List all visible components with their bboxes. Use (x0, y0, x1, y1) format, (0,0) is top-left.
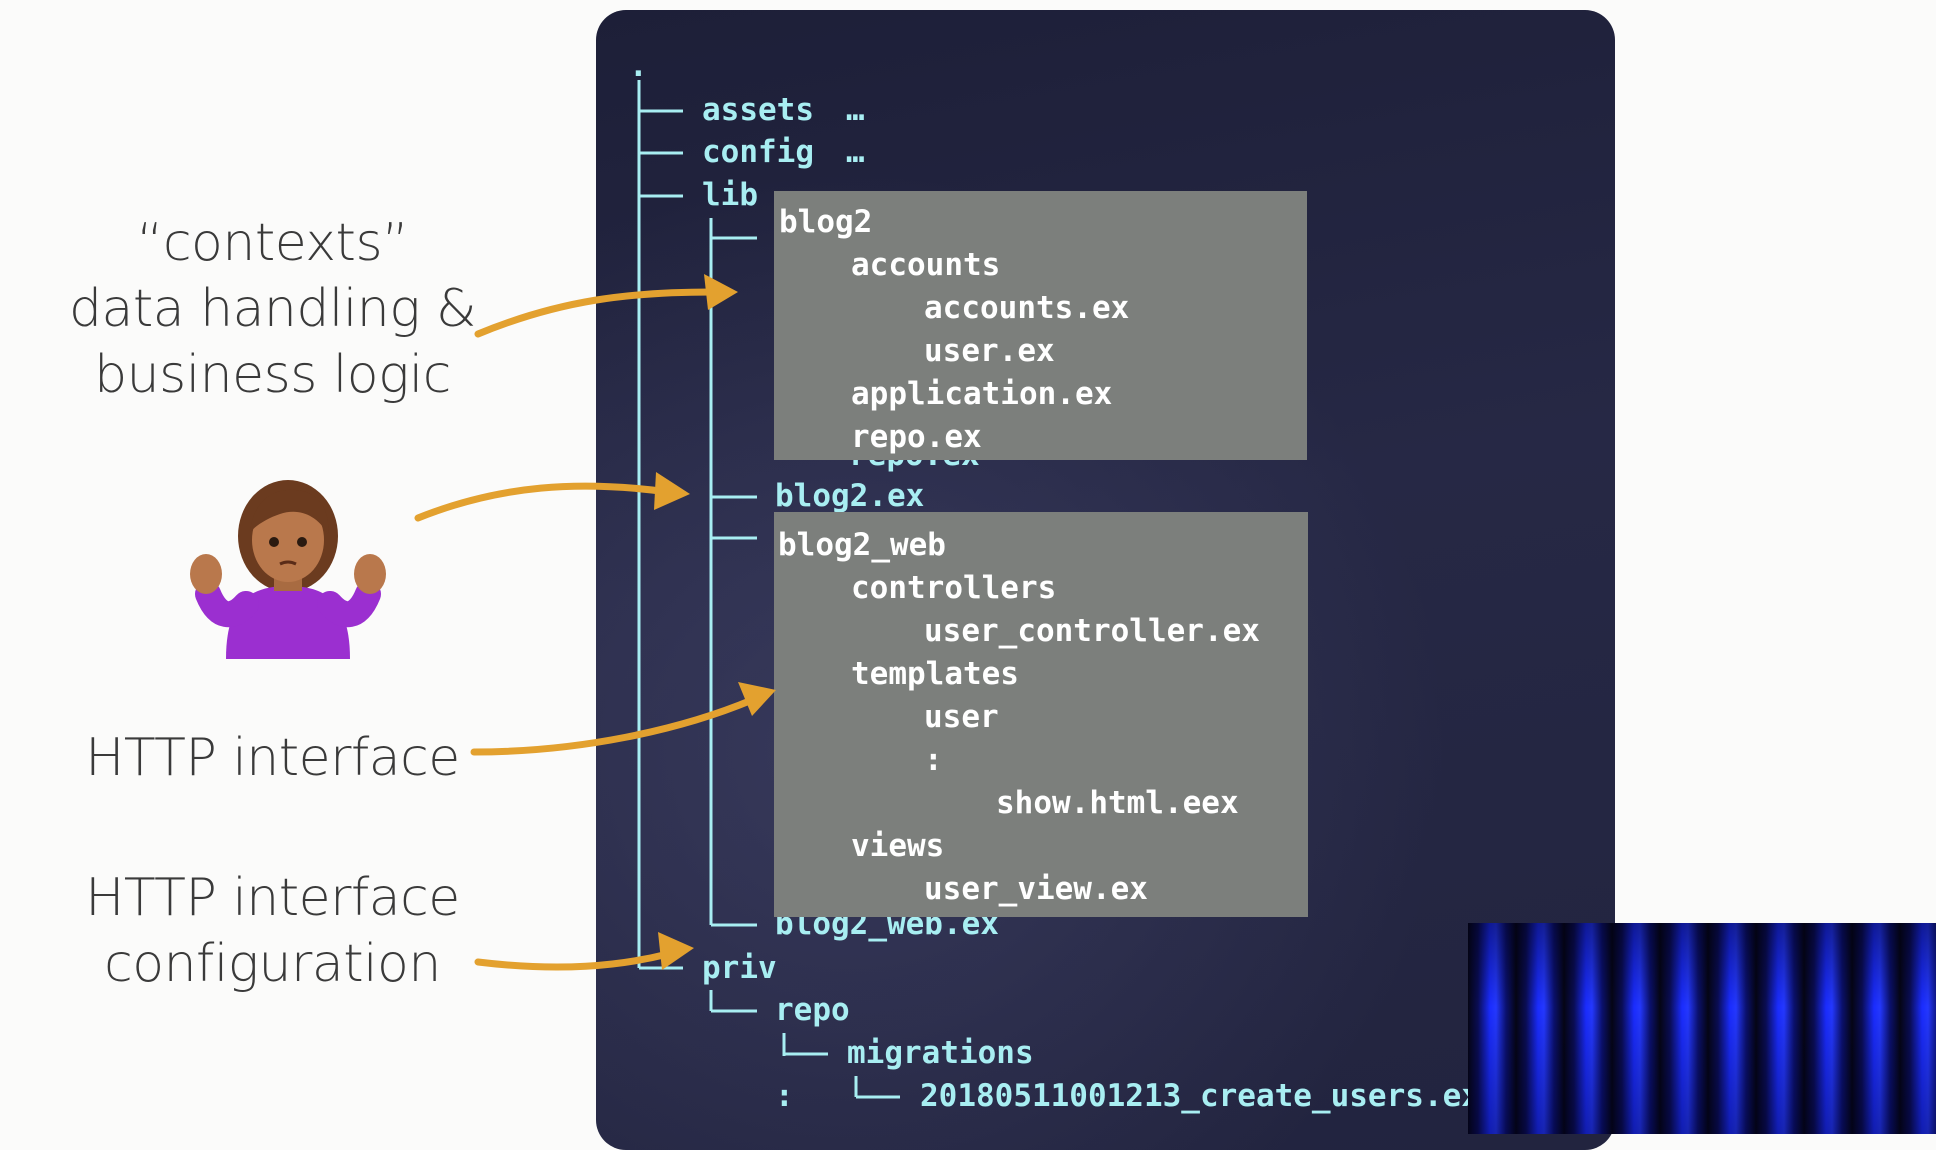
tree-priv: priv (702, 950, 777, 986)
tree-user-ex: user.ex (924, 333, 1055, 369)
caption-contexts-line2: data handling & (68, 279, 477, 339)
arrowhead-shrug (654, 472, 690, 510)
highlight-box-blog2-web (774, 512, 1308, 917)
caption-contexts-line1: “contexts” (136, 213, 409, 273)
caption-http-config-line1: HTTP interface (85, 868, 460, 928)
caption-http-config-line2: configuration (104, 934, 441, 994)
stage-curtain-shade (1468, 923, 1936, 1134)
tree-accounts: accounts (851, 247, 1001, 283)
caption-http-config: HTTP interface configuration (20, 865, 525, 997)
tree-user: user (924, 699, 999, 735)
tree-priv-colon: : (775, 1078, 794, 1114)
tree-views: views (851, 828, 945, 864)
arrowhead-http (738, 682, 776, 716)
tree-ellipsis-colon: : (924, 742, 943, 778)
arrow-shrug (414, 482, 672, 522)
arrowhead-http-config (658, 932, 694, 970)
tree-assets-more: … (846, 92, 865, 128)
tree-blog2-web: blog2_web (778, 527, 946, 563)
tree-application-ex: application.ex (851, 376, 1113, 412)
person-shrugging-emoji (190, 480, 386, 659)
arrow-contexts (474, 288, 716, 338)
caption-contexts-line3: business logic (94, 345, 451, 405)
tree-blog2-ex: blog2.ex (775, 478, 925, 514)
tree-migrations: migrations (847, 1035, 1034, 1071)
caption-http-line: HTTP interface (85, 728, 460, 788)
tree-config: config (702, 134, 814, 170)
highlight-box-blog2 (774, 191, 1307, 460)
arrow-http (470, 696, 756, 756)
arrowhead-contexts (704, 274, 738, 310)
caption-contexts: “contexts” data handling & business logi… (20, 210, 525, 408)
tree-lib: lib (702, 177, 758, 213)
tree-user-view-ex: user_view.ex (924, 871, 1148, 907)
tree-repo: repo (775, 992, 850, 1028)
tree-blog2: blog2 (779, 204, 873, 240)
tree-migration-file: 20180511001213_create_users.exs (920, 1078, 1499, 1114)
tree-root: . (629, 48, 648, 84)
tree-show-html-eex: show.html.eex (996, 785, 1239, 821)
tree-repo-ex: repo.ex (851, 419, 982, 455)
tree-user-controller-ex: user_controller.ex (924, 613, 1260, 649)
tree-config-more: … (846, 134, 865, 170)
arrow-http-config (474, 950, 672, 971)
stage-curtain-video (1468, 923, 1936, 1134)
tree-accounts-ex: accounts.ex (924, 290, 1130, 326)
tree-templates: templates (851, 656, 1019, 692)
tree-controllers: controllers (851, 570, 1057, 606)
tree-assets: assets (702, 92, 814, 128)
caption-http-interface: HTTP interface (20, 725, 525, 791)
